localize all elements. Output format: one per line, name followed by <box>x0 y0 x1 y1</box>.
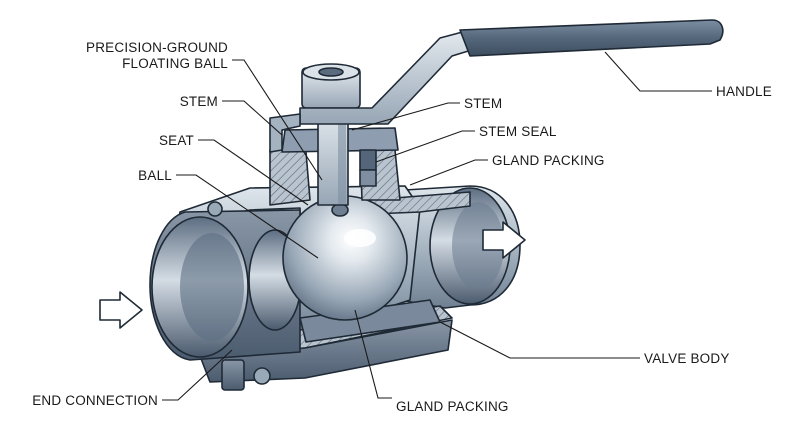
leader-precision-ball <box>232 59 323 181</box>
end-connection-bore-inner <box>180 233 244 341</box>
flow-arrow-right-icon <box>482 221 526 259</box>
label-stem-right: STEM <box>464 96 502 111</box>
label-precision-ball-line1: PRECISION-GROUND <box>86 40 228 55</box>
stem-seal-ring <box>359 149 377 171</box>
flange-bolt-bottom <box>253 367 271 385</box>
leader-ball <box>176 174 319 259</box>
outlet-bore-inner <box>452 202 504 290</box>
leader-handle <box>604 51 712 92</box>
leader-lines <box>162 51 712 401</box>
label-gland-packing-right: GLAND PACKING <box>492 153 605 168</box>
body-bottom-shell <box>199 319 453 383</box>
leader-stem-right <box>351 102 460 131</box>
flow-arrow-right-icon <box>99 291 143 329</box>
label-handle: HANDLE <box>716 84 772 99</box>
inlet-arrow-icon <box>99 291 143 329</box>
label-stem-left: STEM <box>180 94 218 109</box>
leader-valve-body <box>439 321 640 359</box>
handle-grip <box>459 19 724 57</box>
label-stem-seal: STEM SEAL <box>479 124 557 139</box>
flange-bolt-top <box>207 201 223 217</box>
outlet-arrow-icon <box>482 221 526 259</box>
ball-highlight <box>344 229 376 247</box>
ball-stem-slot <box>331 203 349 217</box>
stem-shaft-shade <box>338 112 346 204</box>
stem-nut-hole <box>318 67 344 77</box>
label-gland-packing-bottom: GLAND PACKING <box>396 399 509 414</box>
label-valve-body: VALVE BODY <box>644 351 730 366</box>
handle-assembly <box>269 19 724 153</box>
leader-stem-seal <box>375 130 475 163</box>
callout-labels: PRECISION-GROUND FLOATING BALL STEM SEAT… <box>32 40 772 414</box>
leader-stem-left <box>222 100 283 136</box>
floating-ball <box>282 195 408 321</box>
stem-bracket <box>269 113 301 153</box>
label-ball: BALL <box>138 168 172 183</box>
label-precision-ball-line2: FLOATING BALL <box>122 56 228 71</box>
leader-gland-packing-right <box>409 159 488 186</box>
leader-end-connection <box>162 349 233 401</box>
leader-gland-packing-bottom <box>354 309 392 399</box>
label-end-connection: END CONNECTION <box>32 393 158 408</box>
flange-lug <box>221 359 245 391</box>
leader-seat <box>198 139 309 206</box>
label-seat: SEAT <box>159 133 194 148</box>
stem-assembly <box>269 63 401 206</box>
gland-packing-ring <box>359 169 377 187</box>
